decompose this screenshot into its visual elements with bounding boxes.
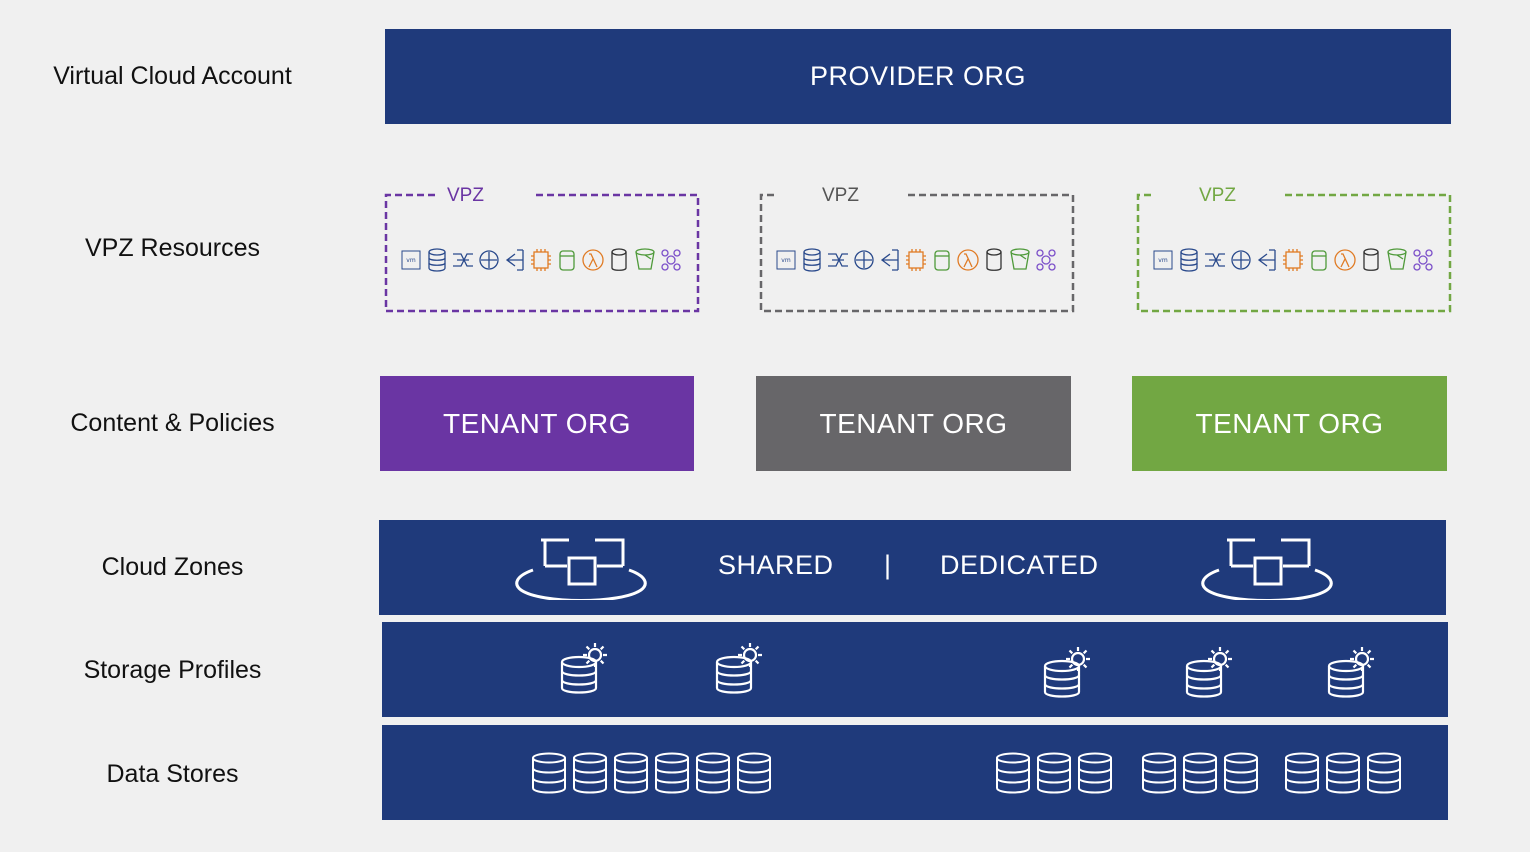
tenant-org-label: TENANT ORG — [442, 407, 632, 439]
data-store-icon — [1285, 752, 1319, 794]
data-store-icon — [1183, 752, 1217, 794]
data-stores-block — [382, 725, 1448, 820]
network-icon — [828, 253, 848, 267]
label-virtual-cloud-account: Virtual Cloud Account — [53, 62, 292, 90]
database-icon — [1180, 248, 1198, 272]
chip-icon — [906, 249, 926, 271]
storage-bucket-icon — [1010, 248, 1030, 270]
vpz-box-purple: VPZ vm — [384, 186, 700, 313]
cloud-zones-block: SHARED | DEDICATED — [379, 520, 1446, 615]
bucket-icon — [1311, 250, 1327, 271]
label-content-policies: Content & Policies — [70, 409, 275, 437]
vpz-frame — [1136, 193, 1452, 313]
storage-profile-icon — [1327, 647, 1374, 698]
vpz-icon-row: vm — [774, 246, 1058, 276]
storage-profiles-block — [382, 622, 1448, 717]
storage-profile-icon — [1185, 647, 1232, 698]
storage-profile-icon — [715, 643, 762, 694]
vm-icon: vm — [776, 250, 796, 270]
router-icon — [854, 250, 874, 270]
provider-org-label: PROVIDER ORG — [809, 61, 1027, 91]
zone-separator: | — [884, 550, 892, 580]
data-store-icon — [1224, 752, 1258, 794]
vpz-icon-row: vm — [399, 246, 683, 276]
tenant-org-green: TENANT ORG — [1132, 376, 1447, 471]
vpz-label: VPZ — [812, 186, 869, 206]
storage-bucket-icon — [635, 248, 655, 270]
data-store-icon — [1037, 752, 1071, 794]
provider-org-block: PROVIDER ORG — [385, 29, 1451, 124]
vm-icon: vm — [401, 250, 421, 270]
load-balancer-icon — [1257, 249, 1276, 271]
lambda-icon — [582, 249, 604, 271]
lambda-icon — [1334, 249, 1356, 271]
vpz-label: VPZ — [1189, 186, 1246, 206]
chip-icon — [1283, 249, 1303, 271]
chip-icon — [531, 249, 551, 271]
storage-bucket-icon — [1387, 248, 1407, 270]
svg-text:vm: vm — [781, 257, 791, 264]
label-data-stores: Data Stores — [106, 760, 239, 788]
data-store-icon — [996, 752, 1030, 794]
cluster-icon — [1413, 249, 1433, 271]
router-icon — [1231, 250, 1251, 270]
network-icon — [453, 253, 473, 267]
data-store-icon — [737, 752, 771, 794]
tenant-org-purple: TENANT ORG — [380, 376, 694, 471]
label-vpz-resources: VPZ Resources — [84, 234, 261, 262]
cluster-icon — [1036, 249, 1056, 271]
tenant-org-label: TENANT ORG — [819, 407, 1008, 439]
dedicated-label: DEDICATED — [940, 550, 1099, 580]
network-icon — [1205, 253, 1225, 267]
svg-text:vm: vm — [406, 257, 416, 264]
data-store-icon — [614, 752, 648, 794]
data-store-icon — [655, 752, 689, 794]
svg-text:vm: vm — [1158, 257, 1168, 264]
vpz-box-green: VPZ vm — [1136, 186, 1452, 313]
label-cloud-zones: Cloud Zones — [101, 553, 244, 581]
tenant-org-gray: TENANT ORG — [756, 376, 1071, 471]
shared-label: SHARED — [718, 550, 834, 580]
cloud-zone-icon — [515, 538, 647, 600]
disk-icon — [1363, 248, 1379, 271]
vpz-frame — [759, 193, 1075, 313]
bucket-icon — [559, 250, 575, 271]
data-store-icon — [696, 752, 730, 794]
data-store-icon — [532, 752, 566, 794]
disk-icon — [611, 248, 627, 271]
data-store-icon — [1367, 752, 1401, 794]
vpz-box-gray: VPZ vm — [759, 186, 1075, 313]
vpz-icon-row: vm — [1151, 246, 1435, 276]
load-balancer-icon — [880, 249, 899, 271]
cloud-zone-icon — [1201, 538, 1333, 600]
database-icon — [803, 248, 821, 272]
data-store-icon — [1078, 752, 1112, 794]
tenant-org-label: TENANT ORG — [1195, 407, 1384, 439]
data-store-icon — [573, 752, 607, 794]
vm-icon: vm — [1153, 250, 1173, 270]
router-icon — [479, 250, 499, 270]
label-storage-profiles: Storage Profiles — [83, 656, 262, 684]
storage-profile-icon — [560, 643, 607, 694]
storage-profile-icon — [1043, 647, 1090, 698]
cluster-icon — [661, 249, 681, 271]
lambda-icon — [957, 249, 979, 271]
vpz-frame — [384, 193, 700, 313]
vpz-label: VPZ — [437, 186, 494, 206]
data-store-icon — [1326, 752, 1360, 794]
database-icon — [428, 248, 446, 272]
data-store-icon — [1142, 752, 1176, 794]
disk-icon — [986, 248, 1002, 271]
bucket-icon — [934, 250, 950, 271]
load-balancer-icon — [505, 249, 524, 271]
